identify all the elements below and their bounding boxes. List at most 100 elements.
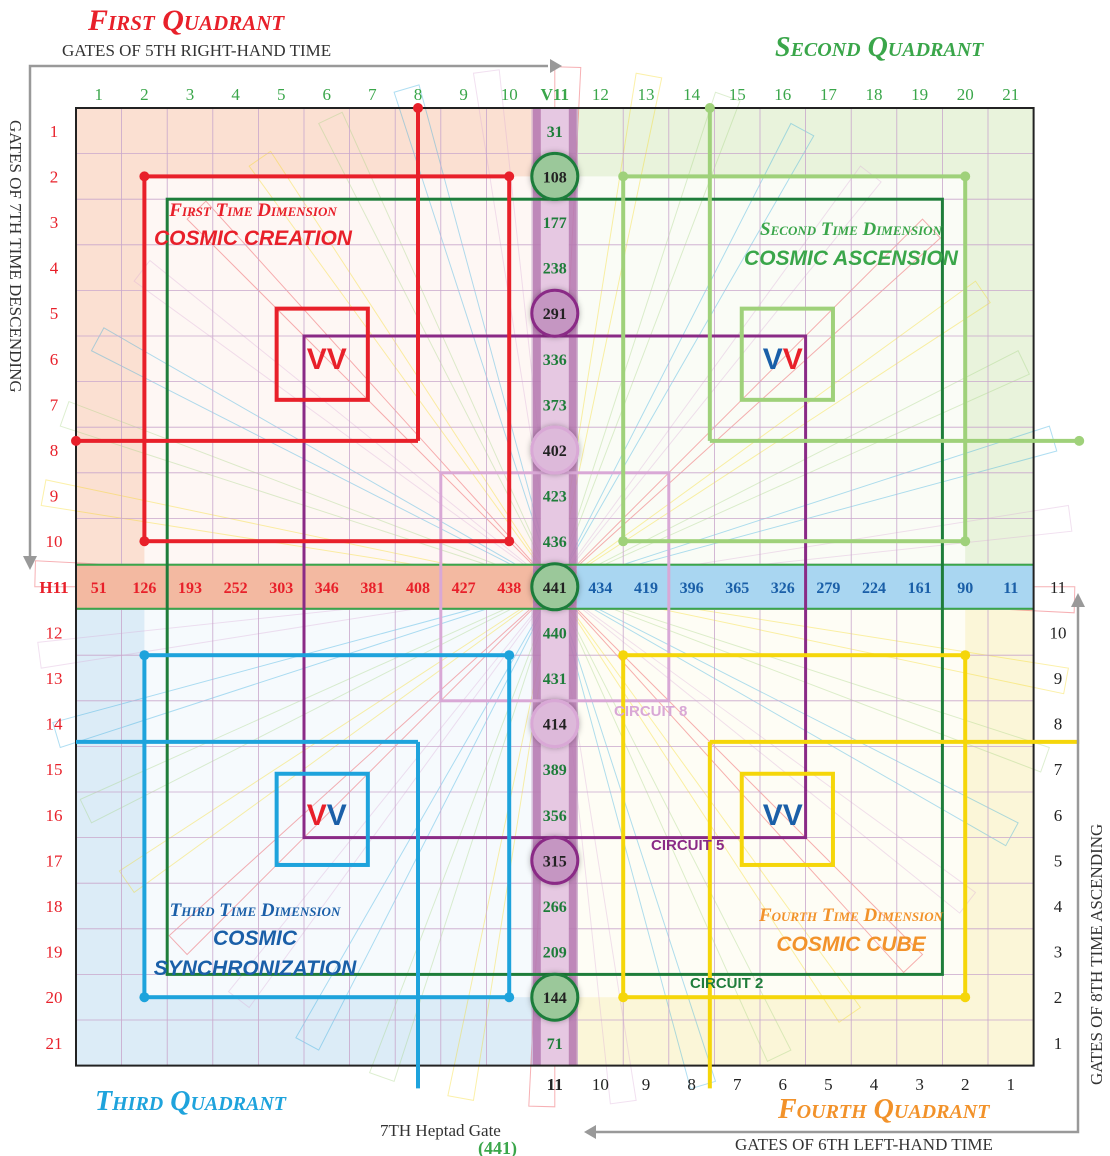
left-number: 20: [46, 988, 63, 1007]
column-value: 291: [543, 306, 567, 323]
yellow-corner-dot: [960, 650, 970, 660]
symbol-part: V: [763, 799, 783, 832]
column-value: 402: [543, 443, 567, 460]
column-value: 71: [547, 1036, 563, 1053]
column-value: 31: [547, 124, 563, 141]
bottom-number: 4: [870, 1075, 879, 1094]
column-value: 423: [543, 489, 567, 506]
top-number: 1: [95, 85, 104, 104]
bottom-number: 10: [592, 1075, 609, 1094]
left-number: 16: [46, 806, 63, 825]
column-value: 315: [543, 853, 567, 870]
left-number: 15: [46, 760, 63, 779]
bottom-number: 5: [824, 1075, 833, 1094]
symbol-part: V: [327, 799, 347, 832]
bottom-number: 2: [961, 1075, 970, 1094]
red-end-dot: [413, 103, 423, 113]
top-number: 5: [277, 85, 286, 104]
left-number: 4: [50, 259, 59, 278]
green-corner-dot: [618, 536, 628, 546]
symbol-q3: VV: [307, 799, 347, 832]
left-number: 17: [46, 851, 64, 870]
symbol-part: V: [783, 799, 803, 832]
row-value-right: 419: [634, 580, 658, 597]
top-number: 9: [459, 85, 468, 104]
top-number: 20: [957, 85, 974, 104]
top-number: 10: [501, 85, 518, 104]
symbol-part: V: [327, 343, 347, 376]
second-dimension-name: COSMIC ASCENSION: [744, 247, 959, 270]
column-value: 356: [543, 808, 567, 825]
column-value: 209: [543, 945, 567, 962]
row-value-left: 438: [497, 580, 521, 597]
row-value-left: 427: [452, 580, 476, 597]
row-value-left: 346: [315, 580, 339, 597]
fourth-dimension-name: COSMIC CUBE: [776, 933, 926, 956]
top-number: 13: [638, 85, 655, 104]
row-value-right: 434: [588, 580, 612, 597]
heptad-gate-value: (441): [478, 1138, 517, 1156]
bottom-number: 8: [687, 1075, 696, 1094]
top-number: 15: [729, 85, 746, 104]
row-value-left: 303: [269, 580, 293, 597]
right-number: 11: [1050, 578, 1066, 597]
symbol-part: V: [307, 799, 327, 832]
row-value-right: 279: [816, 580, 840, 597]
left-number: 10: [46, 532, 63, 551]
third-dimension-title: Third Time Dimension: [170, 900, 341, 921]
row-value-right: 224: [862, 580, 886, 597]
top-number: 8: [414, 85, 423, 104]
top-number: 2: [140, 85, 149, 104]
top-number: 14: [683, 85, 701, 104]
right-number: 4: [1054, 897, 1063, 916]
bottom-number: 7: [733, 1075, 742, 1094]
red-corner-dot: [504, 171, 514, 181]
circuit-2-label: CIRCUIT 2: [690, 975, 763, 992]
column-value: 440: [543, 625, 567, 642]
fourth-dimension-title: Fourth Time Dimension: [758, 905, 944, 926]
third-dimension-name: COSMIC: [213, 927, 298, 950]
left-number: 3: [50, 213, 59, 232]
right-number: 3: [1054, 943, 1063, 962]
left-number: 14: [46, 715, 64, 734]
second-quadrant-title: Second Quadrant: [775, 32, 984, 63]
top-number: 19: [911, 85, 928, 104]
column-value: 144: [543, 990, 567, 1007]
left-gate-label: GATES OF 7TH TIME DESCENDING: [6, 120, 25, 393]
third-quadrant-title: Third Quadrant: [95, 1086, 287, 1117]
column-value: 108: [543, 169, 567, 186]
row-value-left: 126: [132, 580, 156, 597]
bottom-number: 9: [642, 1075, 651, 1094]
right-number: 8: [1054, 715, 1063, 734]
bottom-number: 6: [779, 1075, 788, 1094]
right-number: 5: [1054, 851, 1063, 870]
left-number: H11: [39, 578, 68, 597]
symbol-part: V: [307, 343, 327, 376]
symbol-q2: VV: [763, 343, 803, 376]
green-end-dot: [1074, 436, 1084, 446]
second-dimension-title: Second Time Dimension: [760, 219, 943, 240]
right-number: 10: [1050, 623, 1067, 642]
bottom-number: 1: [1007, 1075, 1016, 1094]
left-number: 1: [50, 122, 59, 141]
row-value-left: 51: [91, 580, 107, 597]
column-value: 238: [543, 261, 567, 278]
circuit-5-label: CIRCUIT 5: [651, 837, 724, 854]
top-number: 4: [231, 85, 240, 104]
column-value: 431: [543, 671, 567, 688]
red-corner-dot: [139, 171, 149, 181]
row-value-right: 90: [957, 580, 973, 597]
column-value: 177: [543, 215, 567, 232]
cyan-corner-dot: [139, 992, 149, 1002]
column-value: 389: [543, 762, 567, 779]
left-number: 21: [46, 1034, 63, 1053]
left-number: 13: [46, 669, 63, 688]
column-value: 336: [543, 352, 567, 369]
green-corner-dot: [618, 171, 628, 181]
row-value-right: 326: [771, 580, 795, 597]
right-number: 9: [1054, 669, 1063, 688]
top-number: 17: [820, 85, 838, 104]
green-corner-dot: [960, 171, 970, 181]
symbol-part: V: [763, 343, 783, 376]
red-corner-dot: [139, 536, 149, 546]
